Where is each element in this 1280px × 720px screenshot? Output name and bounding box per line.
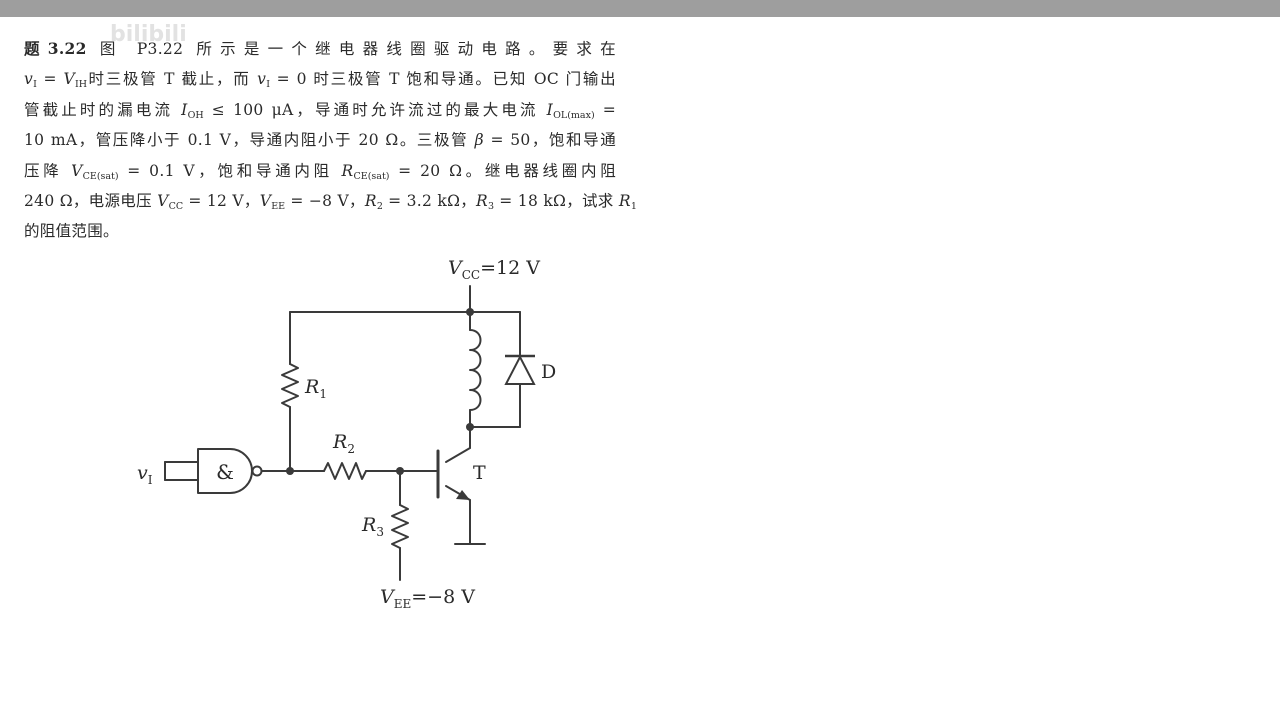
problem-text: 题3.22 图 P3.22 所示是一个继电器线圈驱动电路。要求在 vI = VI… bbox=[24, 34, 637, 247]
problem-line-7: 的阻值范围。 bbox=[24, 222, 119, 241]
problem-line-6: 240 Ω，电源电压 VCC = 12 V，VEE = −8 V，R2 = 3.… bbox=[24, 192, 637, 213]
nand-bubble bbox=[251, 465, 263, 477]
r3-label: R3 bbox=[361, 514, 384, 539]
gate-and-symbol: & bbox=[216, 460, 234, 484]
problem-line-5: 压降 VCE(sat) = 0.1 V，饱和导通内阻 RCE(sat) = 20… bbox=[24, 161, 617, 182]
emitter-arrow bbox=[456, 490, 470, 500]
junction-dot bbox=[466, 308, 474, 316]
problem-number: 题3.22 bbox=[24, 39, 87, 58]
r2-resistor bbox=[323, 462, 367, 480]
problem-line-1: 题3.22 图 P3.22 所示是一个继电器线圈驱动电路。要求在 bbox=[24, 39, 616, 58]
vcc-label: VCC=12 V bbox=[448, 257, 540, 282]
top-bar bbox=[0, 0, 1280, 17]
nand-gate bbox=[197, 448, 253, 494]
input-label: vI bbox=[137, 462, 153, 487]
junction-dot bbox=[396, 467, 404, 475]
problem-line-2: vI = VIH时三极管 T 截止，而 vI = 0 时三极管 T 饱和导通。已… bbox=[24, 70, 616, 91]
diode-label: D bbox=[541, 361, 556, 383]
collector-lead bbox=[445, 447, 471, 463]
r3-resistor bbox=[391, 504, 409, 549]
transistor-label: T bbox=[473, 462, 486, 484]
junction-dot bbox=[466, 423, 474, 431]
junction-dot bbox=[286, 467, 294, 475]
r1-resistor bbox=[281, 363, 299, 408]
problem-line-4: 10 mA，管压降小于 0.1 V，导通内阻小于 20 Ω。三极管 β = 50… bbox=[24, 131, 616, 150]
vee-label: VEE=−8 V bbox=[380, 586, 475, 611]
diode-symbol bbox=[504, 354, 536, 385]
bilibili-watermark: bilibili bbox=[110, 22, 187, 47]
problem-line-3: 管截止时的漏电流 IOH ≤ 100 μA，导通时允许流过的最大电流 IOL(m… bbox=[24, 100, 617, 121]
relay-coil bbox=[469, 329, 482, 411]
r1-label: R1 bbox=[304, 376, 327, 401]
r2-label: R2 bbox=[332, 431, 355, 456]
